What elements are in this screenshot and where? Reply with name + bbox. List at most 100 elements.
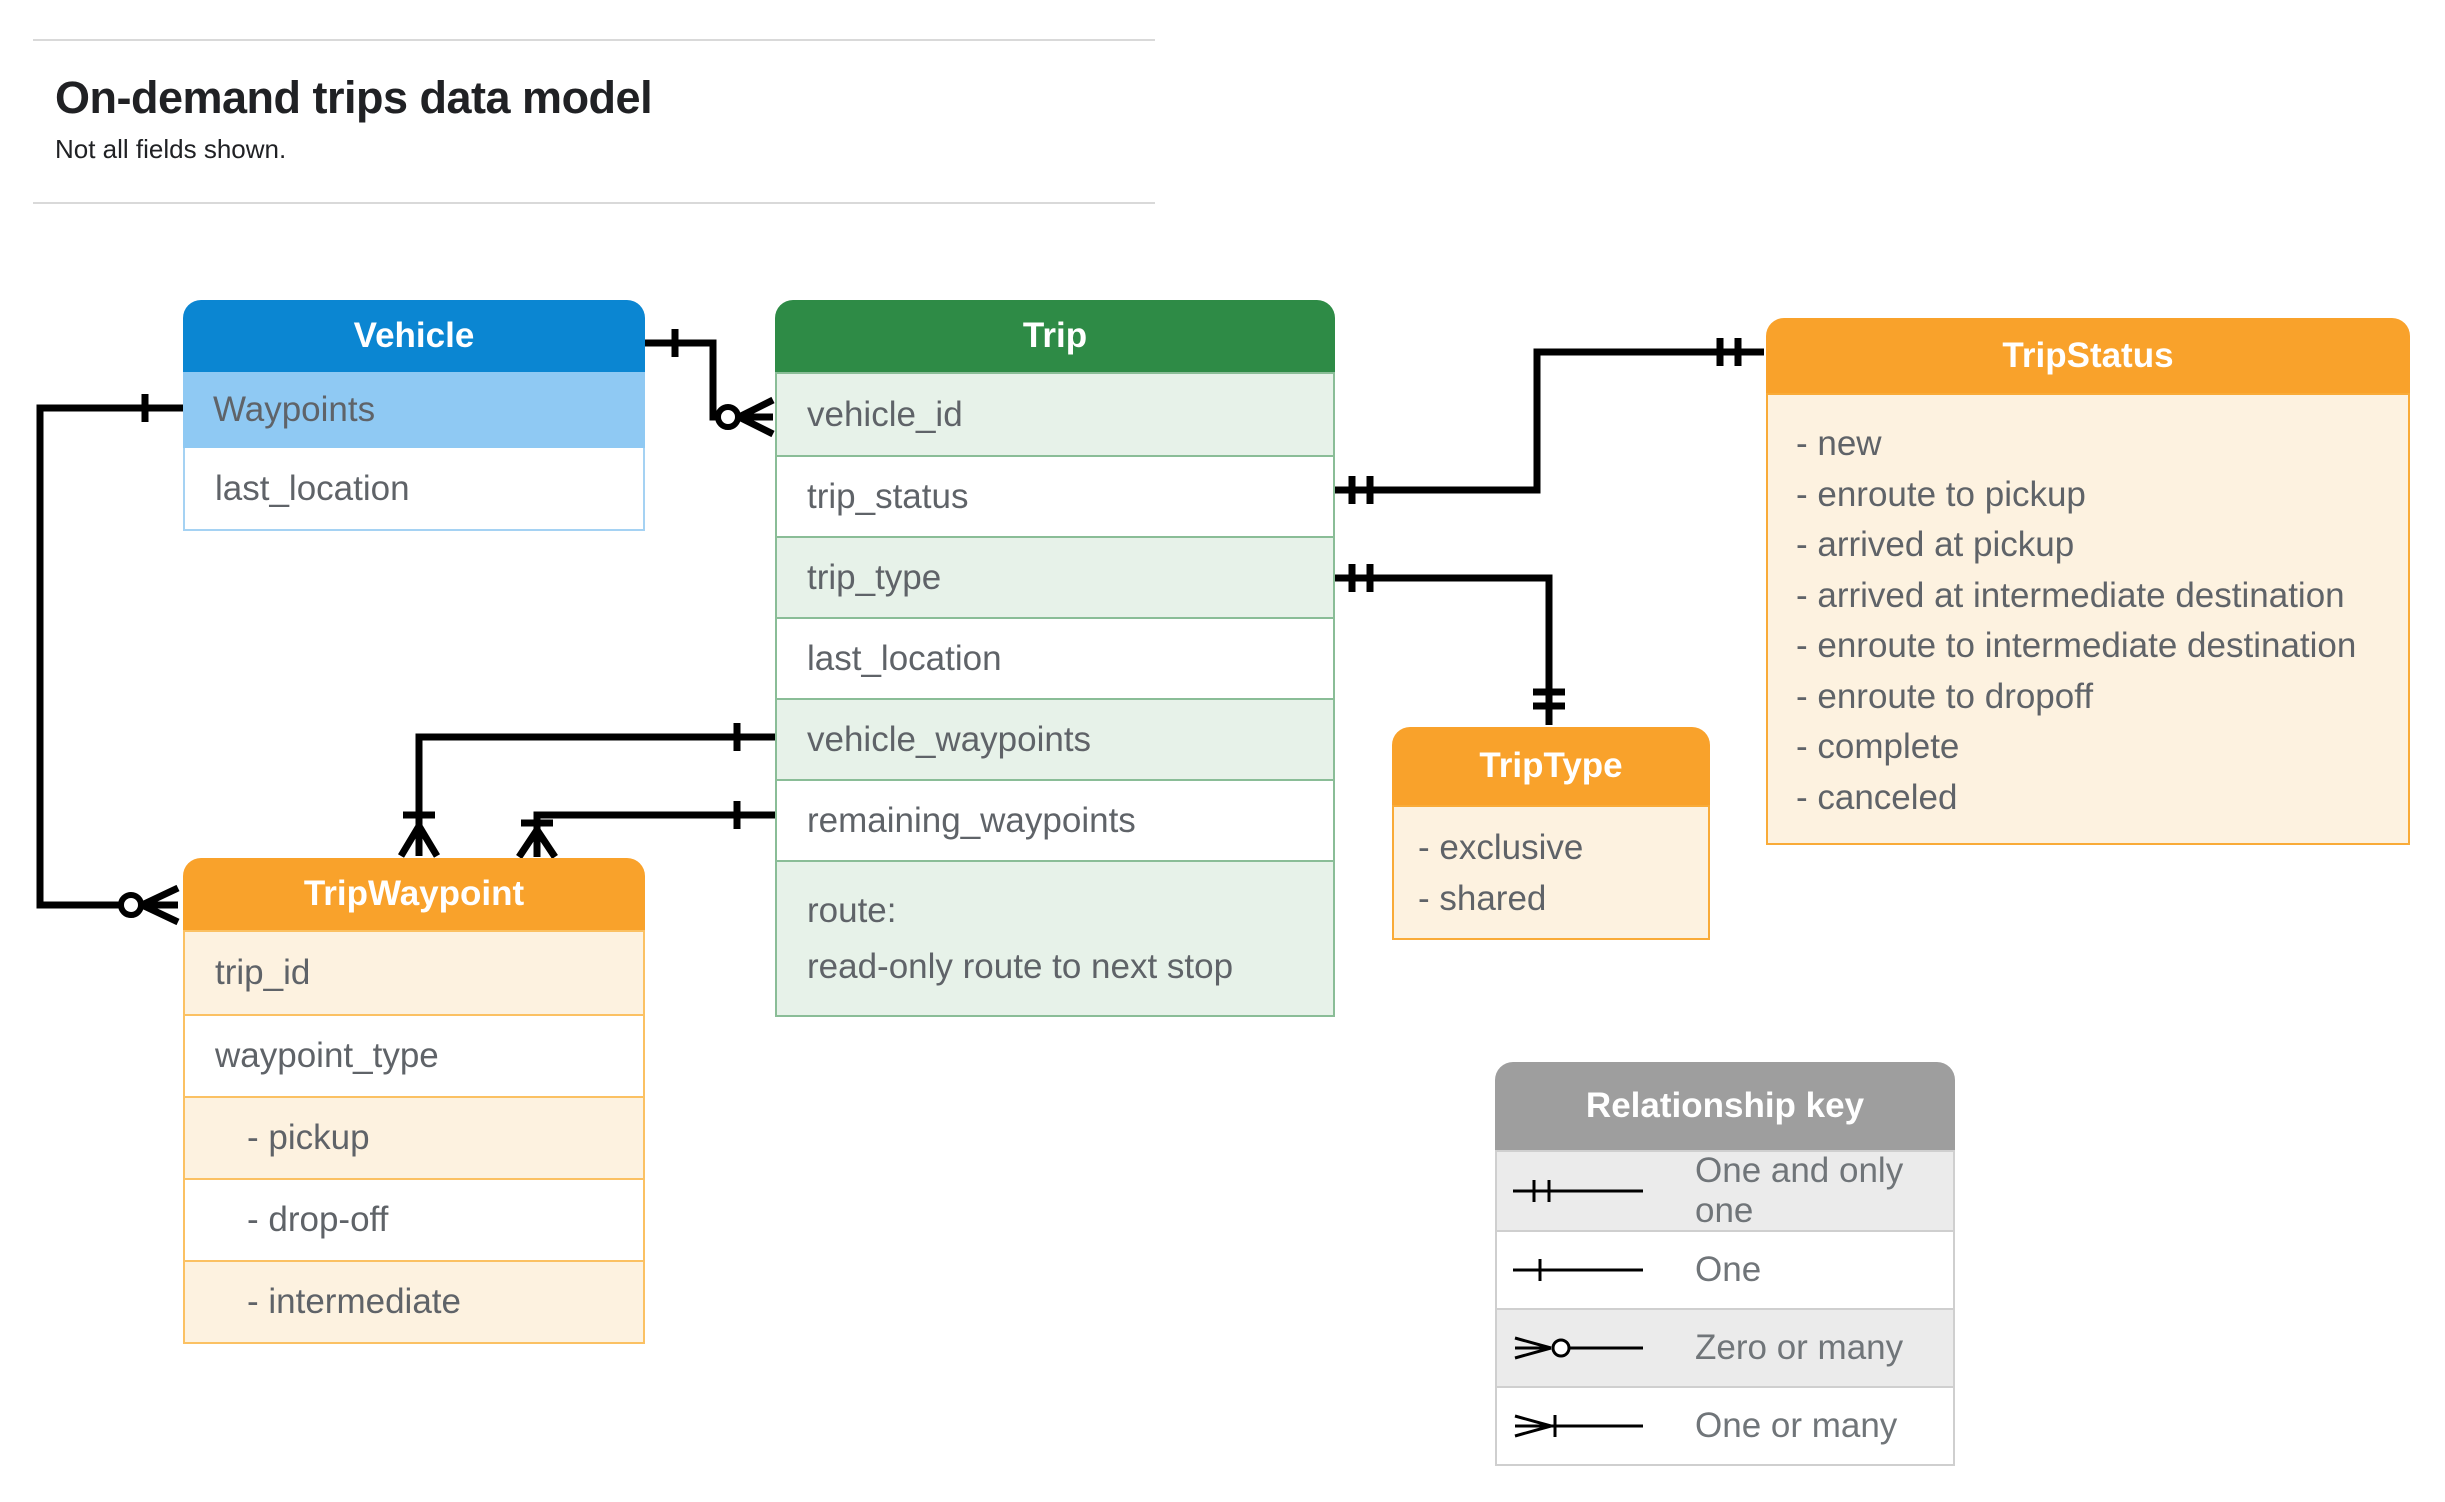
legend-row-one: One (1497, 1230, 1953, 1308)
one-and-only-one-marker (1348, 564, 1374, 592)
entity-trip-body: vehicle_id trip_status trip_type last_lo… (775, 372, 1335, 1017)
field-label: waypoint_type (215, 1036, 439, 1075)
enum-value: - arrived at intermediate destination (1796, 575, 2345, 615)
legend-row-one-or-many: One or many (1497, 1386, 1953, 1464)
enum-value: - complete (1796, 727, 1960, 766)
top-divider (33, 39, 1155, 41)
field-row-trip-status: trip_status (777, 455, 1333, 536)
legend-row-zero-or-many: Zero or many (1497, 1308, 1953, 1386)
entity-tripwaypoint-title: TripWaypoint (303, 874, 525, 913)
field-row-waypoint-type: waypoint_type (185, 1014, 643, 1096)
entity-triptype: TripType - exclusive - shared (1392, 727, 1710, 940)
connector-vehicle-tripwaypoint (36, 394, 183, 926)
connector-vehicle-trip (645, 329, 775, 438)
enum-value: - arrived at pickup (1796, 525, 2075, 564)
field-row-remaining-waypoints: remaining_waypoints (777, 779, 1333, 860)
entity-trip-title: Trip (1022, 316, 1088, 355)
enum-value: - enroute to dropoff (1796, 676, 2094, 716)
connector-path (415, 733, 775, 826)
field-label: - intermediate (247, 1282, 461, 1321)
field-row-last-location: last_location (777, 617, 1333, 698)
connector-path (533, 811, 775, 830)
connector-path (36, 404, 183, 909)
crow-foot-marker (397, 824, 441, 858)
connector-trip-triptype (1335, 564, 1565, 725)
field-row-intermediate: - intermediate (185, 1260, 643, 1342)
connector-trip-tripstatus (1335, 338, 1764, 504)
one-and-only-one-symbol (1513, 1180, 1643, 1202)
zero-circle-marker (715, 404, 741, 430)
one-or-many-symbol (1514, 1414, 1643, 1438)
enum-value: - shared (1418, 878, 1547, 918)
field-label: trip_id (215, 953, 311, 992)
legend-label: One and only one (1695, 1151, 1904, 1230)
connector-path (1335, 348, 1764, 494)
crow-foot-marker (140, 884, 180, 926)
bottom-divider (33, 202, 1155, 204)
crow-foot-marker (737, 396, 775, 438)
entity-tripstatus: TripStatus - new - enroute to pickup - a… (1766, 318, 2410, 845)
legend-label: Zero or many (1695, 1328, 1904, 1367)
field-row-trip-id: trip_id (185, 932, 643, 1014)
field-label: vehicle_id (807, 394, 963, 434)
page-subtitle: Not all fields shown. (55, 134, 287, 164)
relationship-key-body: One and only one One Zero or many (1495, 1150, 1955, 1466)
field-label: trip_type (807, 557, 942, 597)
page-title: On-demand trips data model (55, 72, 653, 123)
field-label: Waypoints (213, 390, 376, 429)
entity-tripstatus-title: TripStatus (2002, 335, 2174, 375)
entity-tripwaypoint-header: TripWaypoint (183, 858, 645, 930)
field-label: vehicle_waypoints (807, 719, 1092, 759)
connector-path (645, 339, 718, 421)
entity-vehicle-header: Vehicle (183, 300, 645, 372)
crow-foot-marker (516, 828, 558, 859)
entity-tripstatus-body: - new - enroute to pickup - arrived at p… (1766, 393, 2410, 845)
relationship-key-title: Relationship key (1585, 1086, 1865, 1125)
entity-trip-header: Trip (775, 300, 1335, 372)
field-sublabel: read-only route to next stop (807, 946, 1234, 986)
field-row-route: route: read-only route to next stop (777, 860, 1333, 1015)
legend-row-one-and-only-one: One and only one (1497, 1151, 1953, 1230)
legend-label: One or many (1695, 1406, 1898, 1445)
field-row-trip-type: trip_type (777, 536, 1333, 617)
one-symbol (1513, 1259, 1643, 1281)
enum-value: - enroute to intermediate destination (1796, 626, 2357, 665)
connector-trip-tripwaypoint-remaining-waypoints (516, 801, 775, 859)
entity-tripwaypoint-body: trip_id waypoint_type - pickup - drop-of… (183, 930, 645, 1344)
field-label: trip_status (807, 476, 969, 516)
field-label: - pickup (247, 1118, 370, 1157)
enum-value: - exclusive (1418, 828, 1584, 867)
relationship-key: Relationship key One and only one One (1495, 1062, 1955, 1466)
field-label: last_location (807, 638, 1002, 678)
field-row-vehicle-waypoints: vehicle_waypoints (777, 698, 1333, 779)
entity-vehicle: Vehicle Waypoints last_location (183, 300, 645, 531)
entity-triptype-body: - exclusive - shared (1392, 805, 1710, 940)
relationship-key-header: Relationship key (1495, 1062, 1955, 1150)
field-row-pickup: - pickup (185, 1096, 643, 1178)
field-row-vehicle-id: vehicle_id (777, 374, 1333, 455)
field-row-drop-off: - drop-off (185, 1178, 643, 1260)
entity-vehicle-title: Vehicle (353, 316, 475, 355)
enum-value: - canceled (1796, 777, 1958, 817)
field-label: remaining_waypoints (807, 800, 1136, 840)
entity-tripwaypoint: TripWaypoint trip_id waypoint_type - pic… (183, 858, 645, 1344)
zero-or-many-symbol (1514, 1336, 1643, 1360)
field-row-waypoints: Waypoints (183, 372, 645, 448)
enum-value: - enroute to pickup (1796, 474, 2086, 514)
connector-trip-tripwaypoint-vehicle-waypoints (397, 723, 775, 858)
zero-circle-marker (118, 892, 144, 918)
field-label: last_location (215, 468, 410, 508)
one-and-only-one-marker (1716, 338, 1742, 366)
one-and-only-one-marker (1533, 688, 1565, 710)
legend-label: One (1695, 1250, 1762, 1289)
connector-path (1335, 574, 1553, 725)
entity-triptype-title: TripType (1479, 746, 1623, 785)
entity-triptype-header: TripType (1392, 727, 1710, 805)
field-row-last-location: last_location (183, 448, 645, 531)
field-label: - drop-off (247, 1200, 389, 1239)
enum-value: - new (1796, 424, 1882, 463)
one-and-only-one-marker (1348, 476, 1374, 504)
field-label: route: (807, 890, 897, 930)
entity-tripstatus-header: TripStatus (1766, 318, 2410, 393)
entity-trip: Trip vehicle_id trip_status trip_type la… (775, 300, 1335, 1017)
